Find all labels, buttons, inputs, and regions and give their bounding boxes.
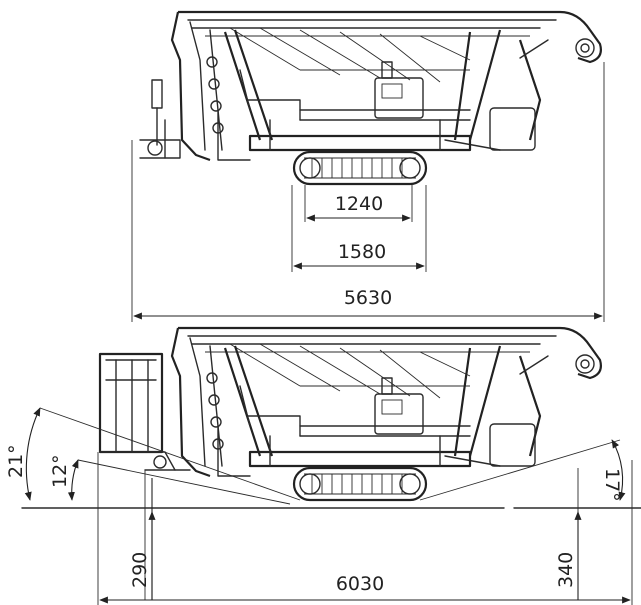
machine-transport-view [139, 10, 602, 186]
dimension-front-clearance: 290 [129, 470, 156, 600]
dimension-label-6030: 6030 [336, 573, 384, 595]
dimension-rear-clearance: 340 [555, 468, 582, 600]
folded-basket [139, 79, 181, 159]
dimension-track-inner: 1240 [304, 185, 413, 222]
angle-label-12: 12° [49, 454, 71, 488]
angle-label-17: 17° [601, 468, 623, 502]
dimension-label-5630: 5630 [344, 287, 392, 309]
front-angles: 21° 12° [5, 407, 301, 505]
machine-working-view [98, 326, 602, 502]
dimension-label-290: 290 [129, 552, 151, 588]
dimension-length-transport: 5630 [131, 62, 605, 322]
dimension-track-outer: 1580 [291, 185, 427, 272]
dimension-label-1580: 1580 [338, 241, 386, 263]
angle-label-21: 21° [5, 444, 27, 478]
dimension-label-340: 340 [555, 552, 577, 588]
basket [98, 352, 191, 471]
dimension-length-levelled: 6030 [97, 452, 633, 605]
dimension-label-1240: 1240 [335, 193, 383, 215]
rear-angles: 17° [419, 439, 626, 502]
